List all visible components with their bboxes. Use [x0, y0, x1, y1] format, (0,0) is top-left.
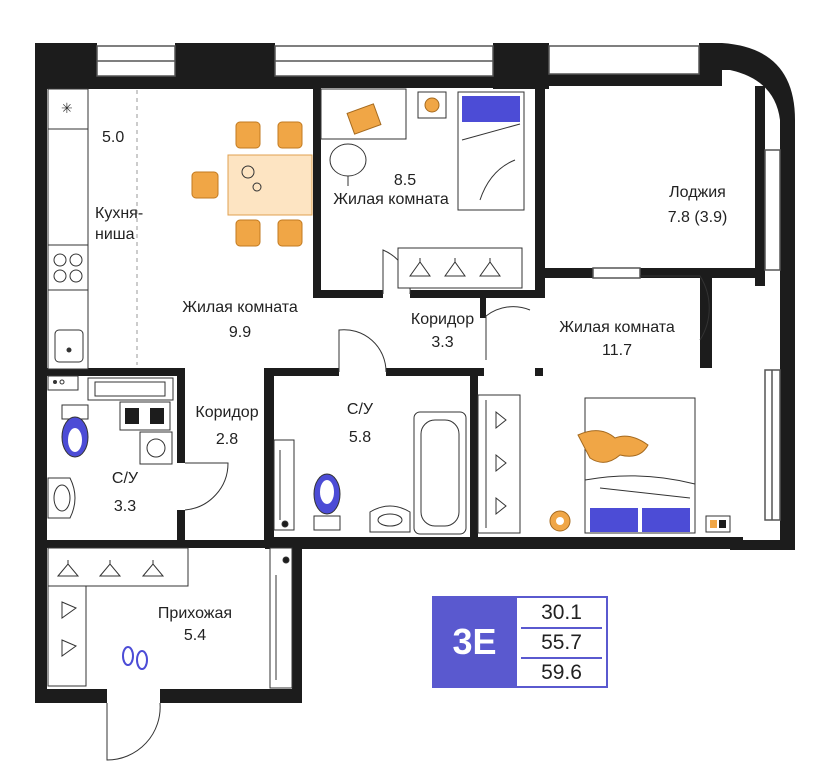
hall-cabinet — [269, 547, 293, 689]
living-left-area: 9.9 — [228, 324, 252, 341]
single-bed — [457, 91, 525, 211]
bath-left-area: 3.3 — [113, 498, 137, 515]
corridor-center-area: 3.3 — [431, 334, 454, 351]
radio-icon — [705, 515, 731, 533]
walls — [35, 43, 795, 703]
double-bed — [584, 397, 696, 534]
kitchen-sink-icon — [54, 329, 84, 363]
living-area-value: 30.1 — [541, 601, 582, 624]
laptop-icon — [346, 103, 382, 135]
bath-center-area: 5.8 — [348, 429, 372, 446]
chair-icons — [191, 121, 303, 247]
wardrobe-right — [477, 394, 521, 534]
living-left-name: Жилая комната — [182, 299, 298, 316]
bedroom-small-area: 8.5 — [393, 172, 417, 189]
bathtub-icon — [413, 411, 467, 535]
center-bath-cabinet — [273, 439, 295, 531]
kitchen-name-label: Кухня- ниша — [95, 205, 144, 243]
dining-table — [227, 154, 313, 216]
wardrobe-small-bedroom — [397, 247, 523, 289]
separator — [521, 657, 602, 659]
stove-icon — [53, 253, 83, 283]
apartment-type-code: 3E — [432, 596, 517, 688]
bedroom-small-name: Жилая комната — [333, 191, 449, 208]
total-area-value: 55.7 — [541, 631, 582, 654]
living-right-area: 11.7 — [602, 342, 632, 359]
apartment-badge: 3E 30.1 55.7 59.6 — [432, 596, 610, 688]
corridor-center-name: Коридор — [410, 311, 475, 328]
office-chair-icon — [329, 143, 367, 186]
slippers-icon — [122, 646, 148, 670]
separator — [521, 627, 602, 629]
left-bath-fixtures — [47, 375, 174, 465]
total-with-loggia-value: 59.6 — [541, 661, 582, 684]
area-summary: 30.1 55.7 59.6 — [517, 596, 608, 688]
snowflake-icon: ✳ — [61, 101, 73, 117]
fridge-area-label: 5.0 — [102, 129, 125, 146]
loggia-area: 7.8 (3.9) — [667, 209, 728, 226]
hall-wardrobe — [47, 547, 189, 687]
toilet-icon-left — [61, 404, 89, 458]
windows — [96, 45, 781, 521]
hall-name: Прихожая — [157, 605, 233, 622]
blanket-icon — [577, 430, 649, 463]
living-right-name: Жилая комната — [559, 319, 675, 336]
toilet-icon-center — [313, 473, 341, 531]
door-swings — [106, 249, 710, 761]
loggia-name: Лоджия — [669, 184, 726, 201]
sink-icon-center — [369, 505, 411, 533]
corridor-left-area: 2.8 — [215, 431, 239, 448]
sink-icon-left — [47, 477, 76, 519]
hall-area: 5.4 — [183, 627, 207, 644]
corridor-left-name: Коридор — [195, 404, 259, 421]
kitchen-counter — [47, 88, 89, 370]
bath-left-name: С/У — [111, 470, 139, 487]
lamp-icon — [417, 91, 447, 119]
nightstand-lamp-icon — [549, 510, 571, 532]
bath-center-name: С/У — [346, 401, 374, 418]
